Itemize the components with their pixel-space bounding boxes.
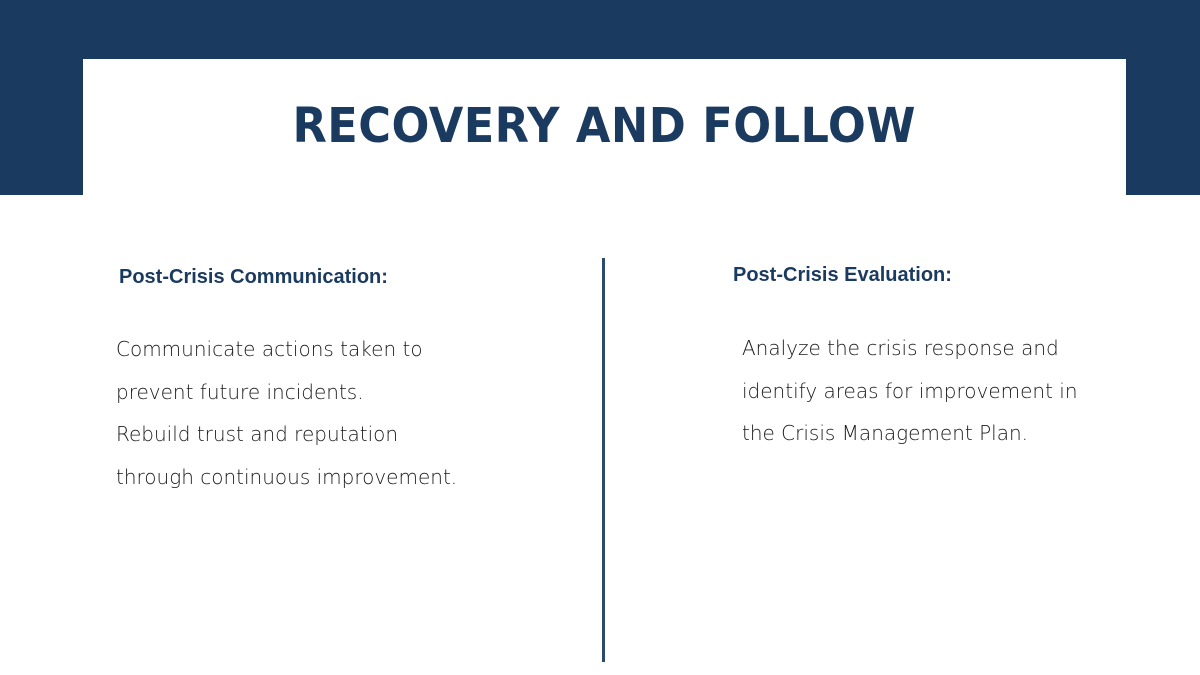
left-line: Rebuild trust and reputation [116,422,399,446]
left-line: through continuous improvement. [116,464,458,489]
right-body: Analyze the crisis response and identify… [742,327,1078,455]
right-line: the Crisis Management Plan. [742,421,1028,445]
right-line: Analyze the crisis response and [742,336,1059,360]
left-heading: Post-Crisis Communication: [119,266,388,288]
left-line: Communicate actions taken to [116,337,423,361]
slide-title: RECOVERY AND FOLLOW [292,98,917,154]
left-body: Communicate actions taken to prevent fut… [116,328,457,498]
column-divider [602,258,605,662]
right-heading: Post-Crisis Evaluation: [733,264,952,286]
left-line: prevent future incidents. [116,379,364,404]
right-line: identify areas for improvement in [742,378,1078,403]
title-box: RECOVERY AND FOLLOW [83,59,1126,199]
